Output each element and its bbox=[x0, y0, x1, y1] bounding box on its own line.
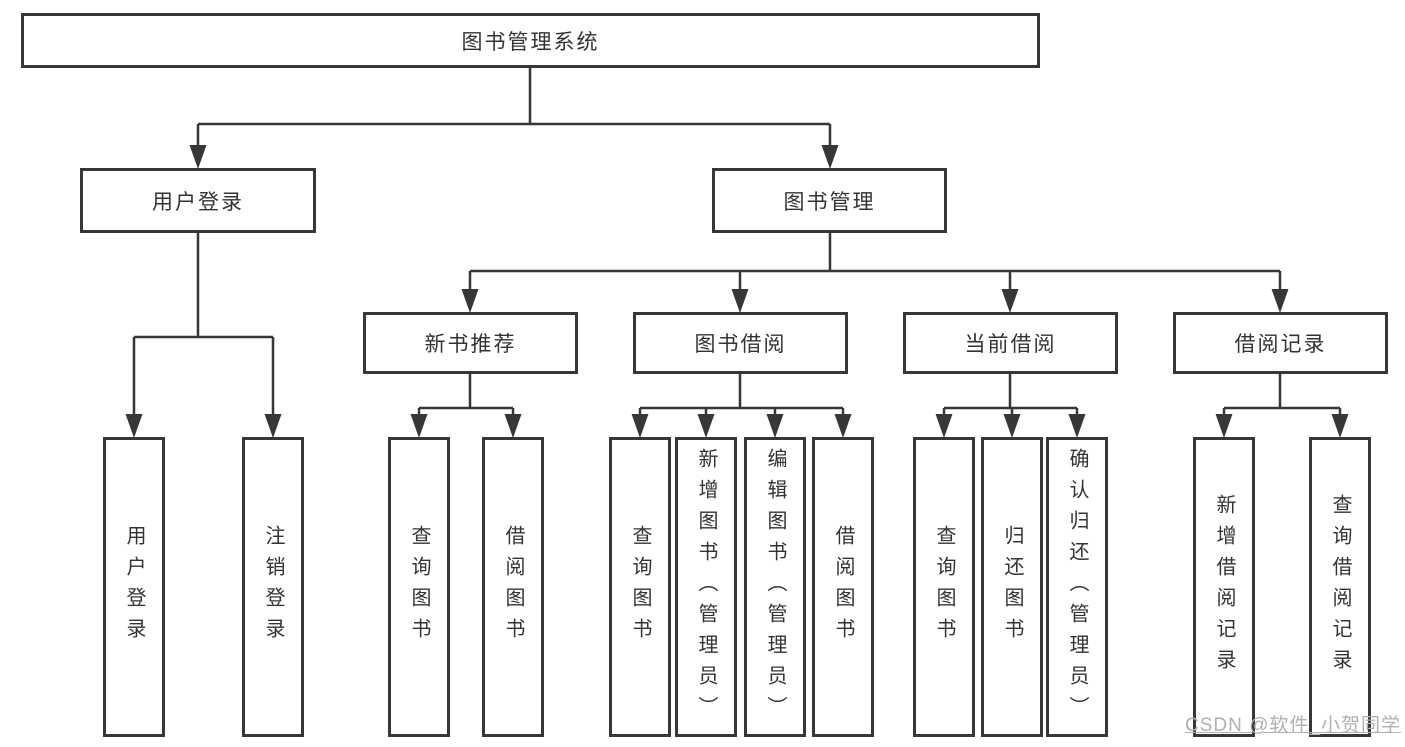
node-label: 图书管理系统 bbox=[461, 30, 600, 54]
node-borrow-records: 借阅记录 bbox=[1173, 312, 1388, 374]
node-label: 新书推荐 bbox=[424, 333, 517, 356]
node-root-library-system: 图书管理系统 bbox=[21, 13, 1040, 68]
node-label: 注销登录 bbox=[262, 525, 284, 649]
node-leaf-query-borrow-record: 查询借阅记录 bbox=[1309, 437, 1371, 737]
node-label: 图书借阅 bbox=[694, 333, 787, 356]
node-new-book-recommend: 新书推荐 bbox=[363, 312, 578, 374]
node-label: 查询图书 bbox=[933, 525, 955, 649]
node-leaf-logout: 注销登录 bbox=[242, 437, 304, 737]
node-book-management: 图书管理 bbox=[712, 168, 947, 233]
node-label: 查询借阅记录 bbox=[1329, 494, 1351, 680]
node-book-borrow: 图书借阅 bbox=[633, 312, 848, 374]
node-leaf-edit-books-admin: 编辑图书（管理员） bbox=[744, 437, 806, 737]
node-label: 新增借阅记录 bbox=[1213, 494, 1235, 680]
node-leaf-recommend-query-books: 查询图书 bbox=[388, 437, 450, 737]
node-current-borrow: 当前借阅 bbox=[903, 312, 1118, 374]
node-label: 当前借阅 bbox=[964, 333, 1057, 356]
node-label: 借阅图书 bbox=[832, 525, 854, 649]
node-label: 用户登录 bbox=[152, 190, 244, 214]
csdn-watermark: CSDN @软件_小贺同学 bbox=[1185, 715, 1401, 736]
node-label: 图书管理 bbox=[783, 190, 876, 214]
node-user-login: 用户登录 bbox=[80, 168, 316, 233]
node-leaf-add-books-admin: 新增图书（管理员） bbox=[675, 437, 737, 737]
node-leaf-recommend-borrow-books: 借阅图书 bbox=[482, 437, 544, 737]
node-label: 归还图书 bbox=[1001, 525, 1023, 649]
tree-edges bbox=[132, 68, 1342, 416]
node-leaf-borrow-query-books: 查询图书 bbox=[609, 437, 671, 737]
node-label: 借阅记录 bbox=[1234, 333, 1327, 356]
node-label: 借阅图书 bbox=[502, 525, 524, 649]
node-label: 编辑图书（管理员） bbox=[764, 447, 786, 727]
node-label: 新增图书（管理员） bbox=[695, 447, 717, 727]
arrowheads bbox=[125, 145, 1349, 438]
node-leaf-return-books: 归还图书 bbox=[981, 437, 1043, 737]
node-leaf-add-borrow-record: 新增借阅记录 bbox=[1193, 437, 1255, 737]
node-leaf-borrow-books: 借阅图书 bbox=[812, 437, 874, 737]
node-label: 查询图书 bbox=[408, 525, 430, 649]
node-label: 用户登录 bbox=[123, 525, 145, 649]
node-label: 查询图书 bbox=[629, 525, 651, 649]
node-label: 确认归还（管理员） bbox=[1066, 447, 1088, 727]
node-leaf-user-login: 用户登录 bbox=[103, 437, 165, 737]
node-leaf-confirm-return-admin: 确认归还（管理员） bbox=[1046, 437, 1108, 737]
node-leaf-current-query-books: 查询图书 bbox=[913, 437, 975, 737]
